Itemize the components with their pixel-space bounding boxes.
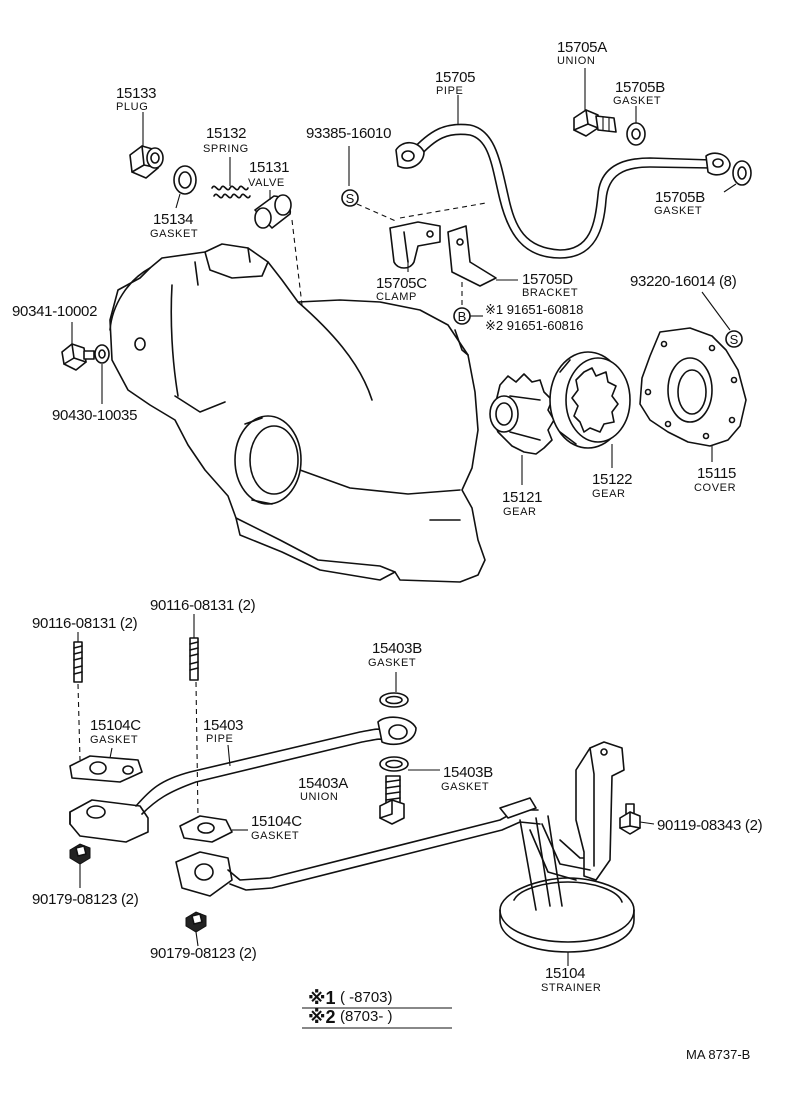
gasket-15134 [173, 165, 197, 195]
pipe-15705 [395, 123, 731, 259]
label-15705B-top-name: GASKET [613, 95, 661, 107]
label-15705C: 15705C [376, 275, 427, 292]
washer-90430 [94, 344, 110, 364]
label-15133-name: PLUG [116, 101, 148, 113]
label-15403B-bottom-name: GASKET [441, 781, 489, 793]
union-15705A [573, 109, 617, 137]
gasket-15705B-right [732, 160, 752, 186]
label-15403A: 15403A [298, 775, 348, 792]
label-15705D-name: BRACKET [522, 287, 578, 299]
union-15403A [379, 775, 405, 825]
label-15403B-top: 15403B [372, 640, 422, 657]
label-15705: 15705 [435, 69, 475, 86]
label-15104C-left: 15104C [90, 717, 141, 734]
label-15132: 15132 [206, 125, 246, 142]
label-15104: 15104 [545, 965, 585, 982]
label-15403B-bottom: 15403B [443, 764, 493, 781]
label-15403: 15403 [203, 717, 243, 734]
label-15104-name: STRAINER [541, 982, 601, 994]
bolt-90119 [619, 803, 641, 835]
label-15132-name: SPRING [203, 143, 249, 155]
label-90341: 90341-10002 [12, 303, 97, 320]
s-symbol: S [346, 191, 355, 206]
label-15104C-mid-name: GASKET [251, 830, 299, 842]
label-15121-name: GEAR [503, 506, 537, 518]
labels: 15133 PLUG 15132 SPRING 15131 VALVE 1513… [12, 39, 763, 994]
nut-90179-a [69, 843, 91, 865]
label-15705D: 15705D [522, 271, 573, 288]
label-15134-name: GASKET [150, 228, 198, 240]
nut-90179-b [185, 911, 207, 933]
label-15133: 15133 [116, 85, 156, 102]
gear-15122 [549, 351, 631, 449]
label-15134: 15134 [153, 211, 193, 228]
label-90119: 90119-08343 (2) [657, 817, 763, 834]
gasket-15705B-top [626, 122, 646, 146]
gasket-15403B-bottom [379, 756, 409, 772]
b-circle: B [453, 307, 471, 325]
label-15705B-right-name: GASKET [654, 205, 702, 217]
label-15705B-right: 15705B [655, 189, 705, 206]
label-15705C-name: CLAMP [376, 291, 417, 303]
stud-90116-left [73, 641, 83, 683]
gasket-15403B-top [379, 692, 409, 708]
label-15403B-top-name: GASKET [368, 657, 416, 669]
label-15705A-name: UNION [557, 55, 595, 67]
label-15104C-mid: 15104C [251, 813, 302, 830]
cover-15115 [639, 327, 747, 447]
label-90116-mid: 90116-08131 (2) [150, 597, 256, 614]
footnote-row1-range: ( -8703) [340, 989, 393, 1006]
label-15122: 15122 [592, 471, 632, 488]
clamp-15705C [389, 221, 441, 269]
label-93385: 93385-16010 [306, 125, 391, 142]
label-15115-name: COVER [694, 482, 736, 494]
spring-15132 [211, 185, 251, 199]
label-93220: 93220-16014 (8) [630, 273, 737, 290]
label-15403-name: PIPE [206, 733, 233, 745]
label-15131: 15131 [249, 159, 289, 176]
diagram-code: MA 8737-B [686, 1047, 750, 1062]
label-15115: 15115 [697, 465, 736, 482]
label-15122-name: GEAR [592, 488, 626, 500]
footnote-row1-mark: ※1 [308, 988, 336, 1008]
label-15104C-left-name: GASKET [90, 734, 138, 746]
pipe-15403 [69, 716, 417, 843]
label-15121: 15121 [502, 489, 542, 506]
footnote-table: ※1 ( -8703) ※2 (8703- ) [302, 988, 452, 1029]
s-circle-93220: S [725, 330, 743, 348]
s-symbol: S [730, 332, 739, 347]
label-alt2: ※2 91651-60816 [485, 318, 583, 333]
plug-15133 [129, 145, 164, 179]
footnote-row2-range: (8703- ) [340, 1008, 393, 1025]
gear-15121 [489, 373, 555, 455]
gasket-15104C-mid [179, 815, 233, 843]
label-15131-name: VALVE [248, 177, 285, 189]
label-15705-name: PIPE [436, 85, 463, 97]
bolt-90341 [61, 343, 95, 371]
label-90179-b: 90179-08123 (2) [150, 945, 257, 962]
stud-90116-mid [189, 637, 199, 681]
transmission-case [109, 243, 486, 583]
label-90430: 90430-10035 [52, 407, 137, 424]
label-15403A-name: UNION [300, 791, 338, 803]
gasket-15104C-left [69, 755, 143, 783]
label-15705A: 15705A [557, 39, 607, 56]
bracket-15705D [447, 225, 497, 287]
label-90179-a: 90179-08123 (2) [32, 891, 139, 908]
label-alt1: ※1 91651-60818 [485, 302, 583, 317]
label-15705B-top: 15705B [615, 79, 665, 96]
label-90116-left: 90116-08131 (2) [32, 615, 138, 632]
footnote-row2-mark: ※2 [308, 1007, 336, 1027]
valve-15131 [254, 194, 292, 229]
b-symbol: B [458, 309, 467, 324]
strainer-15104 [175, 741, 635, 953]
s-circle-93385: S [341, 189, 359, 207]
